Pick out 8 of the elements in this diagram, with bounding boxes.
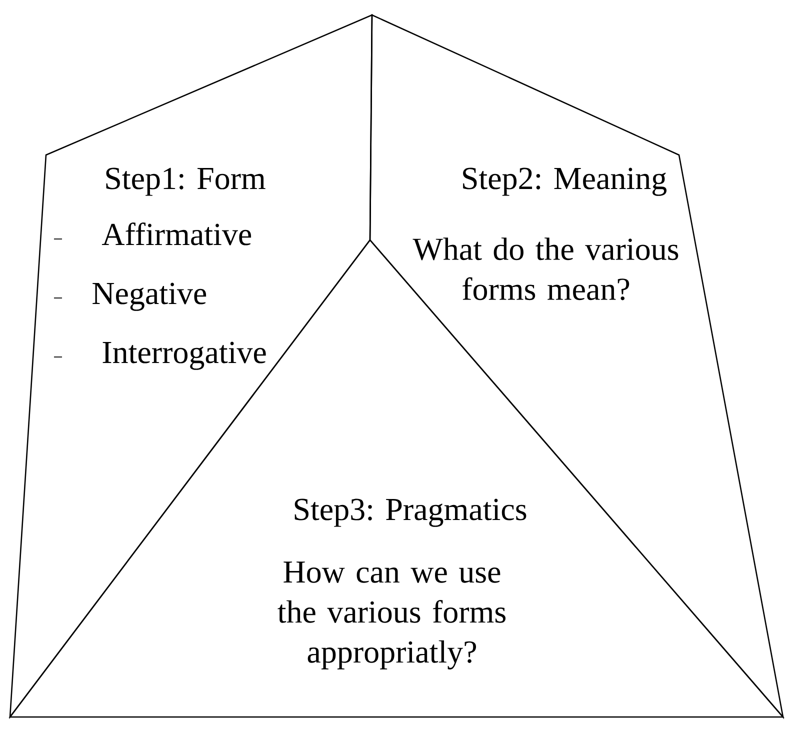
step-text: Negative [92, 282, 206, 311]
step-text: How can we use the various forms appropriatly? [278, 562, 506, 670]
step-heading: Step1: Form [106, 168, 266, 196]
step-text: Interrogative [102, 342, 266, 370]
step-text: What do the various forms mean? [412, 238, 678, 300]
step-text: Affirmative [102, 222, 252, 246]
step-heading: Step3: Pragmatics [294, 498, 526, 527]
step-heading: Step2: Meaning [463, 168, 666, 196]
